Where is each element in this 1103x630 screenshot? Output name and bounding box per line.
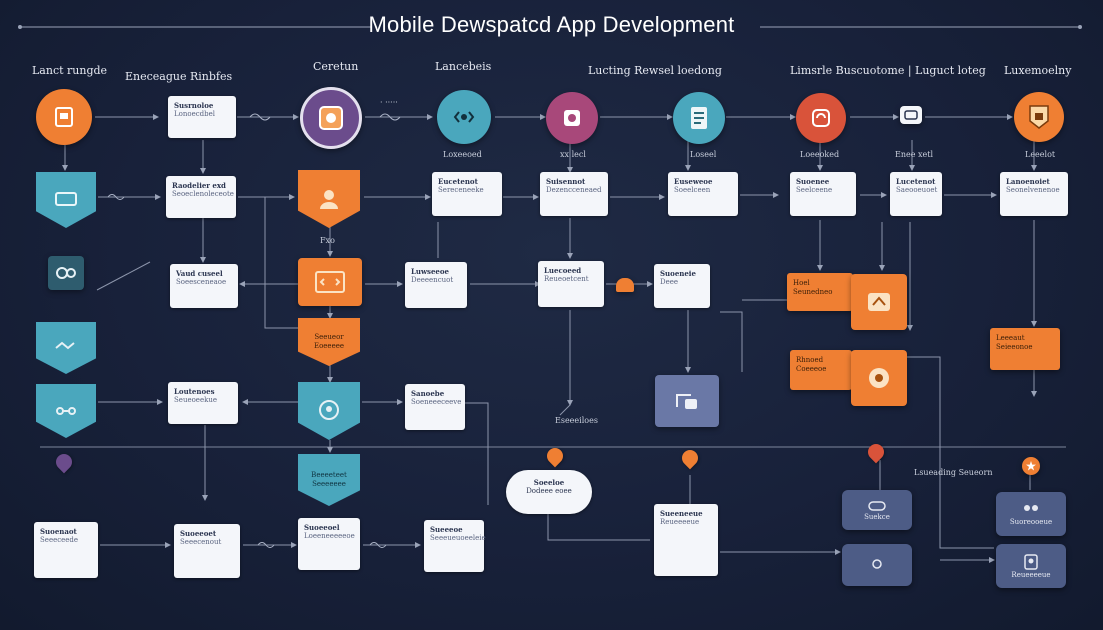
lock-icon (1029, 105, 1049, 129)
person-icon (872, 559, 882, 569)
small-note-1: · ····· (380, 98, 398, 107)
code-icon-node[interactable] (437, 90, 491, 144)
gear-icon (56, 267, 76, 279)
device-icon (55, 192, 77, 206)
label-under-gold: Leeelot (1025, 150, 1056, 159)
share-icon (676, 394, 697, 409)
diagram-title: Mobile Dewspatcd App Development (368, 12, 735, 37)
header-lane-2: Eneceague Rinbfes (125, 70, 233, 83)
gear-icon-node[interactable] (48, 256, 84, 290)
blue-node-1[interactable]: Suekce (842, 490, 912, 530)
orange-code-node[interactable] (298, 258, 362, 306)
chat-icon-node[interactable] (900, 106, 922, 124)
document-icon-node[interactable] (673, 92, 725, 144)
label-under-white-icon: Enee xetl (895, 150, 934, 159)
sync-icon (812, 109, 830, 127)
header-lane-3: Ceretun (313, 60, 359, 73)
label-right-feature: Lsueading Seueorn (914, 468, 993, 477)
app-icon-node[interactable] (36, 89, 92, 145)
label-mid-purple: Eseeeiloes (555, 416, 598, 425)
handshake-icon (55, 341, 75, 350)
label-under-teal3: Loseel (690, 150, 717, 159)
label-under-magenta: xx lecl (560, 150, 586, 159)
header-lane-7: Luxemoelny (1004, 64, 1072, 77)
blue-node-2[interactable] (842, 544, 912, 586)
cloud-icon (616, 278, 634, 292)
orange-box-o3[interactable]: Leeeaut Seieeonoe (990, 328, 1060, 370)
user-card-icon (1024, 554, 1038, 570)
orange-icon-node-2[interactable] (851, 350, 907, 406)
sync-icon-node[interactable] (796, 93, 846, 143)
blue-node-3[interactable]: Suoreooeue (996, 492, 1066, 536)
orange-box-o2[interactable]: Rhnoed Coeeeoe (790, 350, 852, 390)
network-icon (56, 407, 76, 415)
code-icon (453, 111, 475, 123)
blue-node-4[interactable]: Reueeeeue (996, 544, 1066, 588)
target-icon (869, 368, 889, 388)
lock-icon-node[interactable] (1014, 92, 1064, 142)
header-lane-4: Lancebeis (435, 60, 492, 73)
home-icon (868, 293, 890, 311)
header-lane-6: Limsrle Buscuotome | Luguct loteg (790, 64, 986, 77)
orange-box-o1[interactable]: Hoel Seunedneo (787, 273, 853, 311)
location-icon (319, 400, 339, 420)
app-icon (55, 107, 73, 127)
header-lane-1: Lanct rungde (32, 64, 108, 77)
link-icon (868, 501, 886, 511)
label-under-teal2: Loxeeoed (443, 150, 482, 159)
star-icon (1022, 457, 1040, 475)
settings-icon-node[interactable] (546, 92, 598, 144)
orange-icon-node-1[interactable] (851, 274, 907, 330)
browser-icon (319, 106, 343, 130)
settings-icon (564, 110, 580, 126)
team-icon (1024, 505, 1038, 511)
chat-icon (904, 110, 918, 120)
share-icon-node[interactable] (655, 375, 719, 427)
label-under-red: Loeeoked (800, 150, 840, 159)
code-block-icon (315, 271, 345, 293)
browser-icon-node[interactable] (300, 87, 362, 149)
header-lane-5: Lucting Rewsel loedong (588, 64, 722, 77)
document-icon (691, 107, 707, 129)
label-under-orange-shield: Fxo (320, 236, 335, 245)
user-icon (320, 190, 338, 209)
